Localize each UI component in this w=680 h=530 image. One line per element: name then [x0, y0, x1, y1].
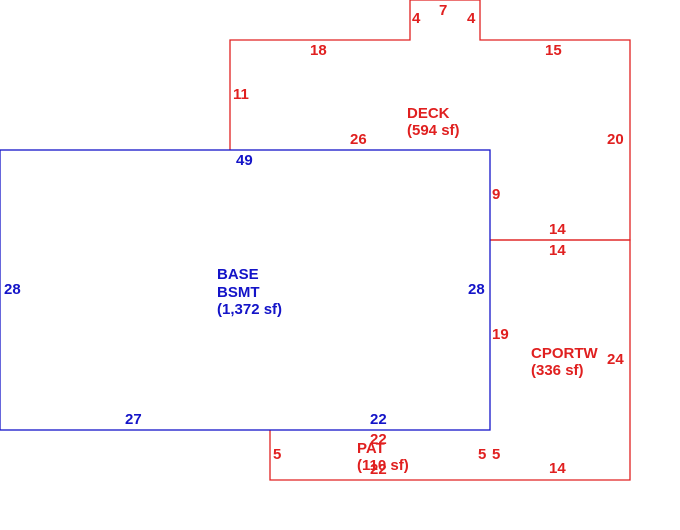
- dim-deck-bump-top: 7: [439, 2, 447, 19]
- dim-pat-right: 5: [478, 446, 486, 463]
- dim-deck-left: 11: [233, 86, 249, 103]
- dim-deck-top-right: 15: [545, 42, 562, 59]
- cportw-area: (336 sf): [531, 362, 584, 379]
- dim-base-bottom-right: 22: [370, 411, 387, 428]
- dim-deck-bump-left: 4: [412, 10, 421, 27]
- base-area: (1,372 sf): [217, 301, 282, 318]
- dim-pat-bottom: 22: [370, 461, 387, 478]
- dim-deck-inner: 9: [492, 186, 500, 203]
- cportw-outline: [490, 239, 631, 481]
- deck-outline: [229, 0, 631, 241]
- dim-base-bottom-left: 27: [125, 411, 142, 428]
- dim-base-left: 28: [4, 281, 21, 298]
- pat-name: PAT: [357, 440, 385, 457]
- deck-name: DECK: [407, 105, 450, 122]
- dim-base-right: 28: [468, 281, 485, 298]
- dim-deck-right: 20: [607, 131, 624, 148]
- base-outline: [0, 149, 491, 431]
- dim-deck-bottom: 26: [350, 131, 367, 148]
- base-sub: BSMT: [217, 284, 260, 301]
- dim-cport-top-lower: 14: [549, 242, 566, 259]
- deck-area: (594 sf): [407, 122, 460, 139]
- cportw-name: CPORTW: [531, 345, 599, 362]
- dim-cport-left-lower: 5: [492, 446, 500, 463]
- dim-pat-top: 22: [370, 431, 387, 448]
- dim-pat-left: 5: [273, 446, 281, 463]
- dim-cport-right: 24: [607, 351, 624, 368]
- dim-deck-bump-right: 4: [467, 10, 476, 27]
- pat-area: (110 sf): [357, 457, 409, 474]
- dim-deck-top-left: 18: [310, 42, 327, 59]
- base-name: BASE: [217, 266, 259, 283]
- dim-cport-top-upper: 14: [549, 221, 566, 238]
- dim-cport-bottom: 14: [549, 460, 566, 477]
- dim-base-top: 49: [236, 152, 253, 169]
- pat-outline: [269, 430, 490, 481]
- dim-cport-left: 19: [492, 326, 509, 343]
